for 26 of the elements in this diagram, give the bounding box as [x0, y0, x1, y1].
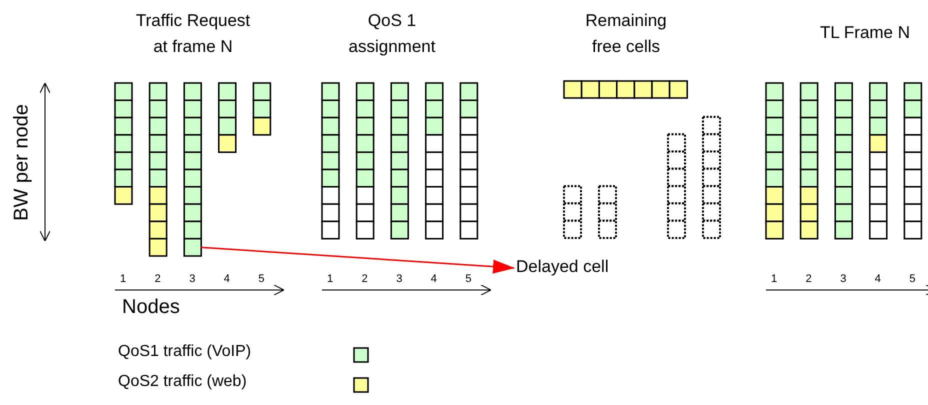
axis-tick-label: 3	[840, 273, 846, 285]
panel-title: TL Frame N	[818, 22, 912, 44]
axis-tick-label: 1	[120, 273, 126, 285]
axis-tick-label: 4	[224, 273, 230, 285]
legend-label: QoS2 traffic (web)	[118, 373, 247, 391]
traffic-cell	[183, 238, 202, 257]
callout-text: Delayed cell	[516, 257, 609, 277]
axis-tick-label: 1	[771, 273, 778, 285]
axis-tick-label: 5	[465, 273, 472, 285]
panel-title: Traffic Request at frame N	[134, 10, 252, 58]
arrow	[201, 246, 515, 274]
axis-label: BW per node	[10, 103, 34, 222]
legend-label: QoS1 traffic (VoIP)	[118, 343, 252, 361]
axis-tick-label: 4	[874, 273, 881, 285]
axis-tick-label: 4	[430, 273, 437, 285]
axis-tick-label: 5	[909, 273, 916, 285]
axis-tick-label: 2	[362, 273, 368, 285]
axis-tick-label: 2	[806, 273, 812, 285]
axis-tick-label: 3	[189, 273, 196, 285]
panel-title: Remaining free cells	[584, 10, 668, 58]
axis-tick-label: 3	[396, 273, 402, 285]
panel-title: QoS 1 assignment	[348, 10, 436, 58]
axis-tick-label: 2	[154, 273, 161, 285]
axis-tick-label: 5	[258, 273, 265, 285]
axis-tick-label: 1	[327, 273, 334, 285]
axis-label: Nodes	[122, 296, 180, 319]
